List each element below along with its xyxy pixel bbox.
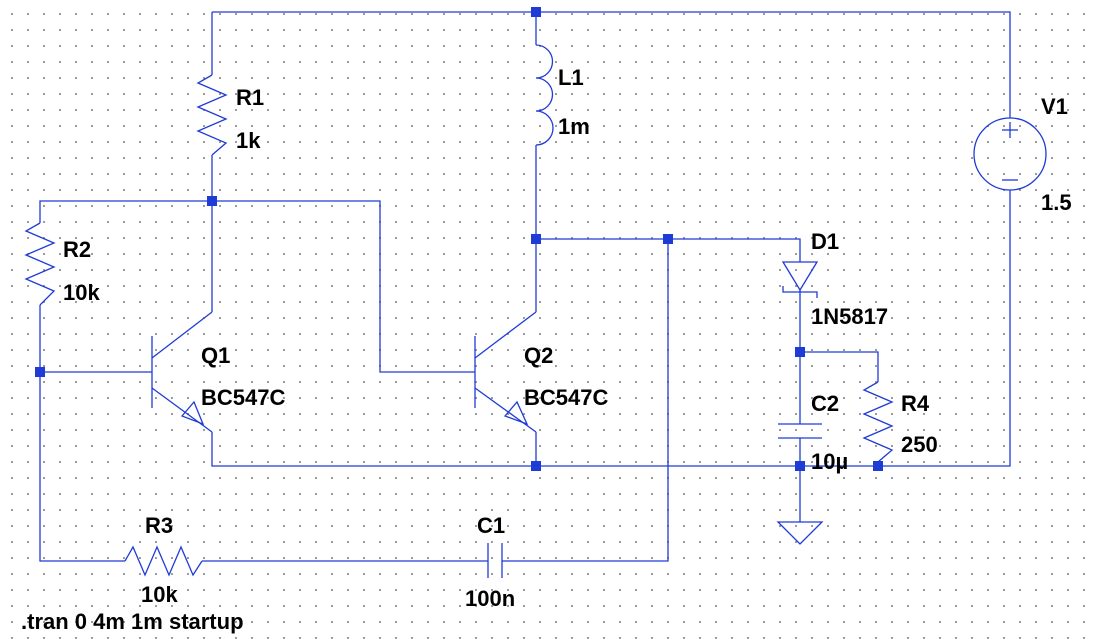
c1-ref: C1: [477, 513, 505, 538]
resistor-r2[interactable]: R2 10k: [24, 222, 100, 306]
ground-symbol[interactable]: [776, 521, 824, 545]
wire-switch-node[interactable]: [536, 238, 801, 262]
q1-value: BC547C: [201, 385, 285, 410]
spice-directive[interactable]: .tran 0 4m 1m startup: [21, 609, 244, 634]
wire-emitter-rail[interactable]: [211, 190, 1011, 467]
resistor-r3[interactable]: R3 10k: [124, 513, 203, 607]
diode-d1[interactable]: D1 1N5817: [781, 229, 888, 329]
wire-left-to-r3[interactable]: [39, 372, 125, 562]
c2-value: 10µ: [811, 449, 848, 474]
junction-node[interactable]: [873, 461, 883, 471]
inductor-l1[interactable]: L1 1m: [535, 44, 590, 146]
junction-node[interactable]: [795, 347, 805, 357]
r1-ref: R1: [236, 85, 264, 110]
junction-node[interactable]: [663, 234, 673, 244]
l1-value: 1m: [558, 114, 590, 139]
capacitor-c2[interactable]: C2 10µ: [778, 391, 848, 474]
wires: [39, 11, 1011, 562]
resistor-r1[interactable]: R1 1k: [196, 74, 264, 156]
junction-node[interactable]: [207, 196, 217, 206]
d1-ref: D1: [811, 229, 839, 254]
r4-value: 250: [901, 432, 938, 457]
resistor-r4[interactable]: R4 250: [862, 381, 938, 463]
c1-value: 100n: [465, 586, 515, 611]
c2-ref: C2: [811, 391, 839, 416]
junction-node[interactable]: [531, 234, 541, 244]
junction-node[interactable]: [795, 461, 805, 471]
voltage-source-v1[interactable]: V1 1.5: [973, 94, 1072, 215]
wire-c1-right[interactable]: [502, 239, 669, 562]
junction-node[interactable]: [531, 461, 541, 471]
d1-value: 1N5817: [811, 304, 888, 329]
r1-value: 1k: [236, 128, 261, 153]
capacitor-c1[interactable]: C1 100n: [465, 513, 515, 611]
v1-value: 1.5: [1041, 190, 1072, 215]
junction-node[interactable]: [35, 367, 45, 377]
transistor-q1[interactable]: Q1 BC547C: [151, 311, 285, 433]
q2-ref: Q2: [524, 343, 553, 368]
l1-ref: L1: [558, 65, 584, 90]
wire-output-to-r4[interactable]: [800, 351, 879, 382]
wire-r2-top-to-q2-base[interactable]: [39, 200, 475, 373]
junction-node[interactable]: [531, 7, 541, 17]
r2-value: 10k: [63, 280, 100, 305]
q2-value: BC547C: [524, 385, 608, 410]
v1-ref: V1: [1041, 94, 1068, 119]
q1-ref: Q1: [201, 343, 230, 368]
r2-ref: R2: [63, 237, 91, 262]
wire-top-rail[interactable]: [212, 11, 1011, 118]
r3-value: 10k: [141, 582, 178, 607]
r3-ref: R3: [145, 513, 173, 538]
junctions: [35, 7, 883, 471]
r4-ref: R4: [901, 391, 930, 416]
transistor-q2[interactable]: Q2 BC547C: [474, 311, 608, 433]
